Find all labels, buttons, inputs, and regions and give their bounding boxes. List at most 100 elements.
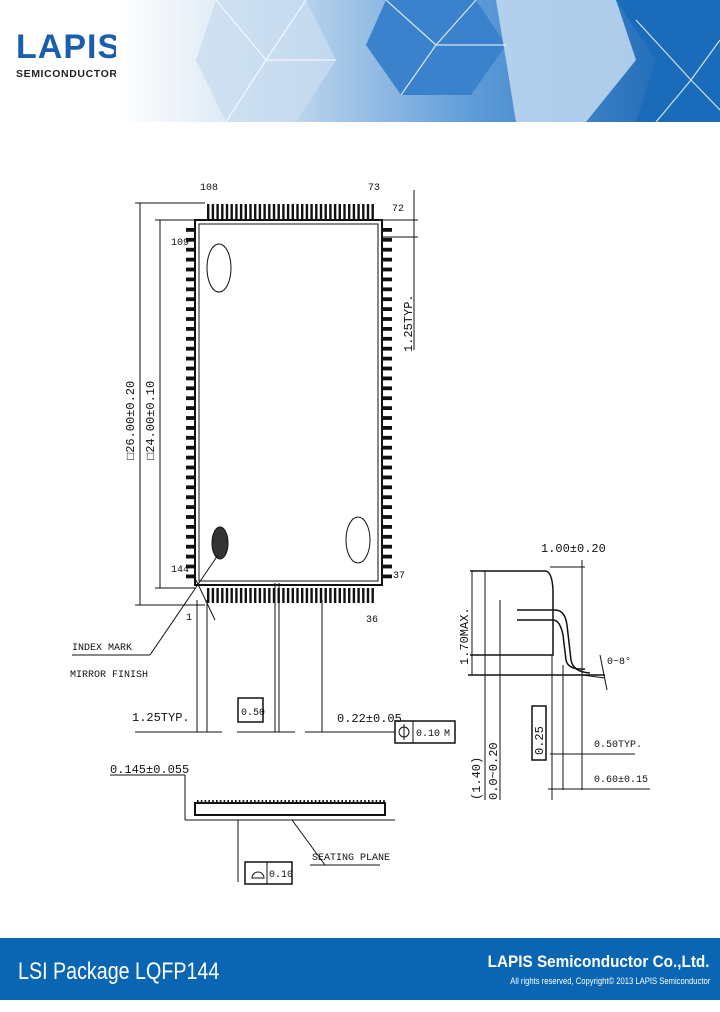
lead (249, 588, 252, 603)
company-name: LAPIS Semiconductor Co.,Ltd. (488, 952, 710, 971)
lead (239, 588, 243, 603)
mirror-finish-label: MIRROR FINISH (70, 670, 148, 681)
lead (258, 588, 262, 603)
lead (235, 588, 238, 603)
lead (382, 366, 392, 371)
lead (207, 588, 210, 603)
lead (258, 204, 262, 219)
lead (254, 204, 257, 219)
lead (277, 204, 280, 219)
lead (219, 800, 222, 804)
lead (329, 588, 332, 603)
lead (315, 588, 318, 603)
lead-angle: 0~8° (607, 656, 631, 668)
lead (186, 386, 196, 391)
lead (186, 534, 196, 539)
lead (250, 800, 252, 804)
pitch-box: 0.50 (241, 708, 265, 719)
lead (186, 455, 196, 460)
lead (207, 204, 210, 219)
lead (292, 800, 294, 804)
lead (200, 800, 203, 804)
lead (186, 366, 196, 371)
lead (223, 800, 226, 804)
lead (186, 495, 196, 500)
gauge-plane: 0.25 (533, 726, 547, 755)
lead (337, 800, 340, 804)
index-mark-label: INDEX MARK (72, 643, 132, 654)
lead (360, 800, 362, 804)
lead (315, 204, 318, 219)
lead (225, 588, 229, 603)
lead (244, 204, 247, 219)
lead (382, 277, 392, 282)
lead (216, 588, 219, 603)
lead (333, 204, 337, 219)
lead (382, 435, 392, 440)
lead (301, 204, 304, 219)
lead (382, 247, 392, 252)
pin-label-37: 37 (393, 571, 405, 582)
lead (299, 800, 302, 804)
lead (295, 800, 298, 804)
pin-label-72: 72 (392, 204, 404, 215)
lead (382, 257, 392, 262)
logo-sub: SEMICONDUCTOR (16, 68, 118, 80)
lead (291, 204, 294, 219)
side-view-body (194, 802, 386, 816)
package-drawing: 108 73 72 109 144 1 36 37 □26.00±0.20 □2… (70, 183, 650, 885)
lead (186, 376, 196, 381)
lead (197, 800, 199, 804)
lead (382, 554, 392, 559)
lead (244, 588, 247, 603)
lead (186, 287, 196, 292)
lead (282, 204, 285, 219)
lead (296, 204, 299, 219)
lead (314, 800, 317, 804)
lead (382, 515, 392, 519)
lead (230, 588, 233, 603)
pin-label-73: 73 (368, 183, 380, 194)
lead (301, 588, 304, 603)
pin-label-1: 1 (186, 613, 192, 624)
lead (208, 800, 210, 804)
lead (366, 204, 370, 219)
lead (273, 800, 275, 804)
lead (382, 267, 392, 272)
lead (282, 588, 285, 603)
lead (343, 588, 346, 603)
lead (382, 327, 392, 331)
lead (276, 800, 279, 804)
lead (368, 800, 370, 804)
lead (186, 327, 196, 331)
lead (310, 588, 313, 603)
lead (225, 204, 229, 219)
lead (348, 204, 351, 219)
lead (305, 204, 309, 219)
lead (382, 317, 392, 321)
lead (357, 204, 360, 219)
pin-label-109: 109 (171, 238, 189, 249)
lead (277, 588, 280, 603)
lead (186, 356, 196, 361)
lapis-logo: LAPIS SEMICONDUCTOR (16, 30, 121, 80)
pin-label-144: 144 (171, 565, 189, 576)
lead (311, 800, 313, 804)
lead (382, 287, 392, 292)
lead (186, 574, 196, 579)
lead (186, 525, 196, 529)
lead-pitch-bottom: 1.25TYP. (132, 711, 190, 725)
lead (318, 800, 321, 804)
body-height: (1.40) (470, 757, 484, 800)
lead (357, 588, 360, 603)
lead (268, 588, 271, 603)
lead (382, 228, 392, 232)
lead (371, 588, 374, 603)
lead (204, 800, 207, 804)
lead (343, 204, 346, 219)
package-body-outline (194, 219, 383, 586)
lead (230, 204, 233, 219)
lead (333, 800, 336, 804)
lead (186, 237, 196, 242)
lead (186, 445, 196, 450)
